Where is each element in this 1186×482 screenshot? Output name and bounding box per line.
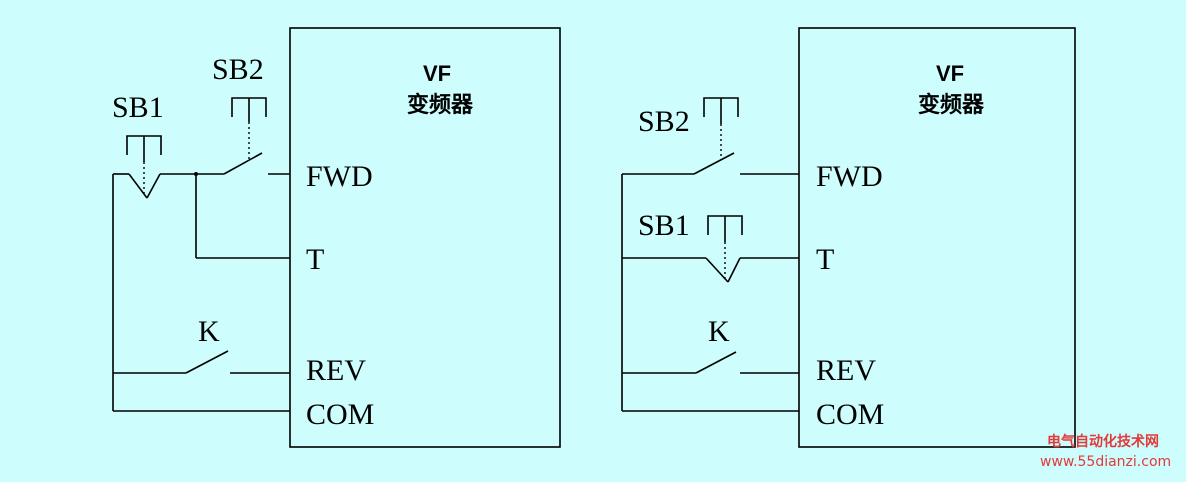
left-sb2-switch: SB2 <box>212 53 267 159</box>
left-terminal-com: COM <box>306 398 374 431</box>
right-terminal-com: COM <box>816 398 884 431</box>
left-sb2-label: SB2 <box>212 53 264 86</box>
right-sb2-switch: SB2 <box>638 97 739 160</box>
right-wiring <box>621 152 799 412</box>
left-terminal-fwd: FWD <box>306 160 373 193</box>
watermark-site-name: 电气自动化技术网 <box>1047 433 1159 450</box>
right-sb2-label: SB2 <box>638 105 690 138</box>
left-terminal-rev: REV <box>306 354 366 387</box>
right-terminal-rev: REV <box>816 354 876 387</box>
left-inverter-title: VF <box>423 61 451 86</box>
left-k-label: K <box>198 315 220 348</box>
left-circuit: VF 变频器 FWD T REV COM <box>112 27 561 448</box>
left-sb1-switch: SB1 <box>112 91 164 194</box>
left-inverter-subtitle: 变频器 <box>407 92 474 118</box>
right-inverter-subtitle: 变频器 <box>918 92 985 118</box>
left-terminal-t: T <box>306 243 324 276</box>
watermark-url: www.55dianzi.com <box>1040 454 1171 470</box>
right-inverter-title: VF <box>936 61 964 86</box>
right-sb1-label: SB1 <box>638 209 690 242</box>
watermark: 电气自动化技术网 www.55dianzi.com <box>1040 433 1171 470</box>
right-terminal-t: T <box>816 243 834 276</box>
left-sb1-label: SB1 <box>112 91 164 124</box>
left-inverter-box <box>289 27 561 448</box>
right-terminal-fwd: FWD <box>816 160 883 193</box>
right-circuit: VF 变频器 FWD T REV COM <box>621 27 1076 448</box>
right-k-label: K <box>708 315 730 348</box>
left-wiring <box>112 152 290 412</box>
right-inverter-box <box>798 27 1076 448</box>
right-sb1-switch: SB1 <box>638 209 743 278</box>
